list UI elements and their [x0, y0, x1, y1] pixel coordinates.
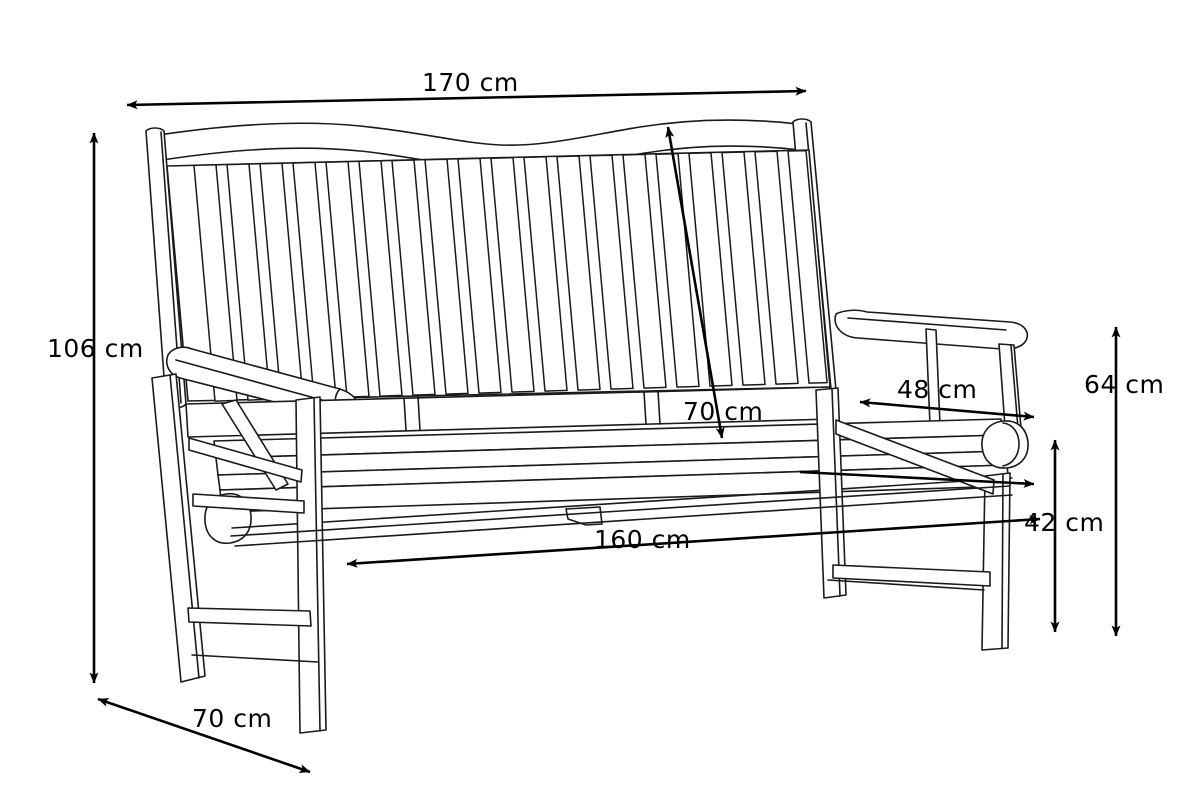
armrest-right-top-edge — [847, 317, 1007, 331]
dim-label-overall-depth: 70 cm — [192, 704, 273, 733]
dim-line-overall-width — [126, 86, 807, 110]
dim-label-seat-width: 160 cm — [594, 525, 691, 554]
leg-front-left — [295, 396, 327, 734]
seat-front-right-cap-inner — [1002, 422, 1020, 467]
side-rail-left-upper — [188, 437, 303, 483]
side-stretcher-right-low — [832, 564, 991, 587]
seat-front-right-cap — [981, 420, 1029, 469]
side-stretcher-left-low — [187, 607, 312, 627]
dim-label-overall-width: 170 cm — [422, 68, 519, 97]
dim-label-overall-height: 106 cm — [47, 334, 144, 363]
leg-front-right — [981, 472, 1011, 651]
leg-assembly-left — [151, 373, 327, 734]
dim-label-armrest-height: 64 cm — [1084, 370, 1165, 399]
back-lower-rail-split-b — [417, 396, 421, 431]
dim-label-backrest-height: 70 cm — [683, 397, 764, 426]
back-lower-rail-split-d — [657, 390, 661, 425]
dim-label-seat-depth: 48 cm — [897, 375, 978, 404]
side-stretcher-left-mid — [192, 493, 305, 514]
dim-label-seat-height: 42 cm — [1024, 508, 1105, 537]
dim-line-overall-depth — [97, 697, 311, 774]
leg-rear-left-edge — [169, 374, 200, 679]
leg-right-foot-line — [827, 579, 985, 591]
leg-front-left-edge — [313, 397, 321, 732]
back-lower-rail-split-c — [643, 391, 647, 425]
armrest-left-top-edge — [175, 359, 334, 404]
dim-line-seat-depth-lower — [799, 470, 1035, 488]
dim-line-seat-depth — [859, 398, 1035, 421]
leg-front-right-edge — [1001, 473, 1004, 649]
back-lower-rail-split-a — [403, 397, 407, 431]
side-rail-right-upper — [835, 419, 995, 495]
leg-left-foot-line — [191, 654, 319, 663]
dim-line-backrest-height — [665, 126, 725, 439]
dim-line-seat-width — [346, 515, 1041, 568]
